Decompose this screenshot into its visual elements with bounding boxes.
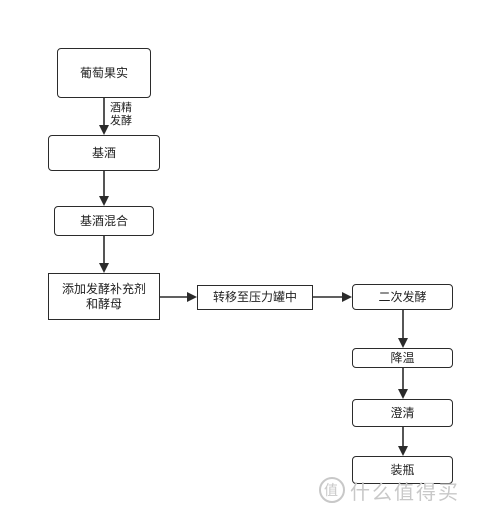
node-cool-down: 降温 [352,348,453,368]
node-secondary-fermentation-label: 二次发酵 [378,289,427,304]
edge-label-line-1: 酒精 [110,101,132,114]
node-transfer-to-tank: 转移至压力罐中 [197,285,313,310]
svg-text:值: 值 [324,483,340,499]
node-cool-down-label: 降温 [390,350,415,365]
watermark: 值 什么值得买 [318,474,478,506]
node-clarify: 澄清 [352,399,453,427]
node-secondary-fermentation: 二次发酵 [352,284,453,310]
node-base-wine: 基酒 [48,135,160,171]
node-transfer-to-tank-label: 转移至压力罐中 [212,290,297,304]
edge-label-line-2: 发酵 [110,114,132,127]
node-add-yeast-supplement: 添加发酵补充剂 和酵母 [48,273,160,320]
watermark-text: 什么值得买 [350,479,460,504]
node-add-yeast-supplement-line-2: 和酵母 [85,296,122,311]
node-base-wine-blend: 基酒混合 [54,206,154,236]
node-clarify-label: 澄清 [390,405,415,420]
node-bottling-label: 装瓶 [390,462,415,477]
node-add-yeast-supplement-line-1: 添加发酵补充剂 [61,281,146,296]
node-base-wine-blend-label: 基酒混合 [79,213,128,228]
node-bottling: 装瓶 [352,456,453,484]
edge-label-alcoholic-fermentation: 酒精 发酵 [110,101,132,127]
node-grape-fruit-label: 葡萄果实 [79,65,128,80]
node-grape-fruit: 葡萄果实 [57,48,151,98]
node-base-wine-label: 基酒 [91,145,116,160]
value-circle-icon: 值 [319,477,345,503]
